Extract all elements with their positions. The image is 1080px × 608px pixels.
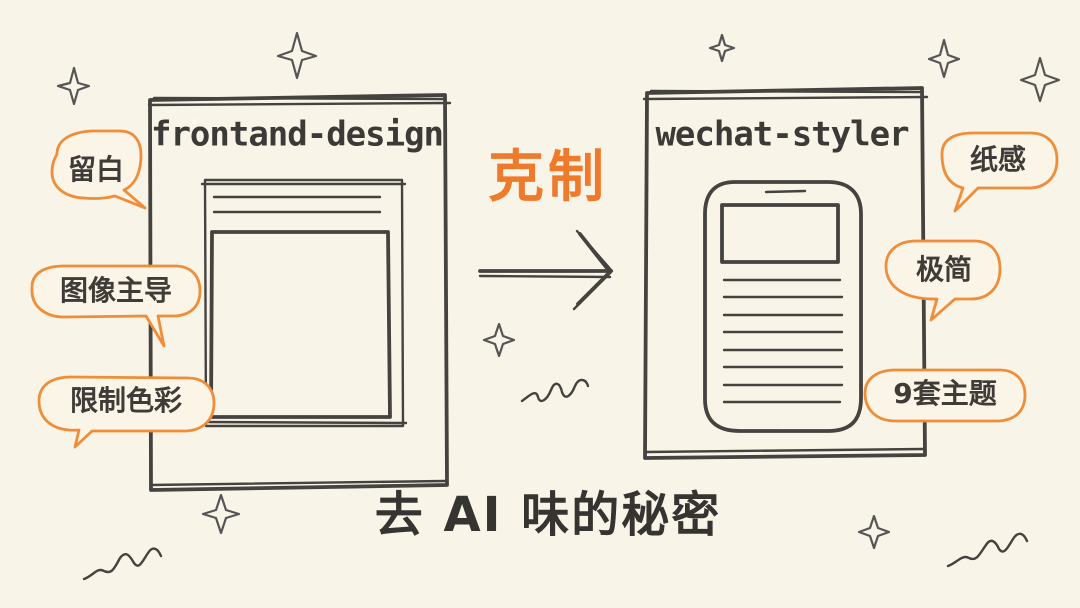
right-arrow-icon [478,229,614,311]
left-tag-2-label: 图像主导 [60,274,172,307]
center-label: 克制 [488,145,608,210]
left-inner-layout [200,178,408,428]
left-tag-1-label: 留白 [68,153,124,186]
right-tag-2-label: 极简 [916,253,972,286]
phone-icon [703,180,863,433]
right-tag-3-label: 9套主题 [893,377,996,410]
left-panel: frontand-design [147,93,452,492]
right-tag-2: 极简 [884,239,1002,322]
left-tag-3: 限制色彩 [37,375,216,449]
bottom-title: 去 AI 味的秘密 [375,487,721,543]
left-tag-2: 图像主导 [30,264,202,348]
left-panel-title: frontand-design [151,115,443,155]
left-tag-1: 留白 [50,129,147,210]
right-panel-title: wechat-styler [655,115,909,155]
left-tag-3-label: 限制色彩 [70,384,182,417]
right-tag-3: 9套主题 [863,368,1027,423]
squiggle-decoration [82,378,1029,581]
sparkle-icon [56,31,1061,550]
right-tag-1-label: 纸感 [970,143,1026,176]
right-panel: wechat-styler [642,86,929,460]
right-tag-1: 纸感 [940,131,1059,213]
